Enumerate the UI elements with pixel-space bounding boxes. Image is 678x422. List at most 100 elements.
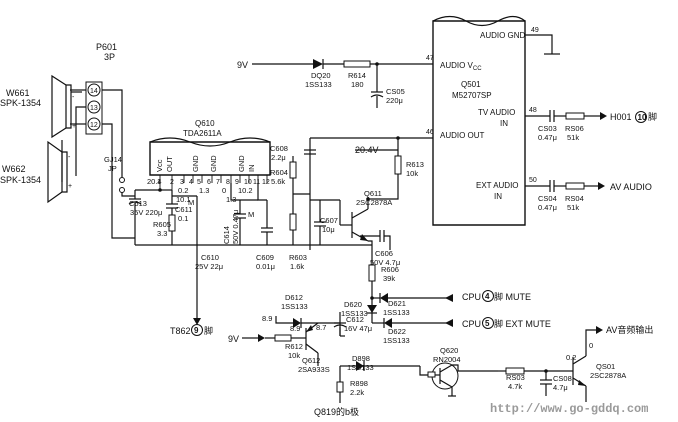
r605-value: 3.3 — [157, 229, 167, 238]
cpu-ext-mute-pin-number: 5 — [485, 319, 490, 328]
q501-ext-audio-in-label: IN — [494, 192, 502, 201]
r612-value: 10k — [288, 351, 300, 360]
q501-tv-audio-in-label: IN — [500, 119, 508, 128]
c609-value: 0.01μ — [256, 262, 275, 271]
q819-base-label: Q819的b极 — [314, 406, 359, 417]
q501-audio-vcc-label: AUDIO VCC — [440, 61, 482, 72]
c609-label: C609 — [256, 253, 274, 262]
av-output-stage: Q620 RN2004 RS03 4.7k CS08 4.7μ 0.2 AV音频… — [419, 324, 653, 402]
svg-text:12: 12 — [90, 122, 98, 129]
d612-part: 1SS133 — [281, 302, 308, 311]
t862-pin-9: T862 9 脚 — [170, 305, 213, 336]
dq20-part: 1SS133 — [305, 80, 332, 89]
c612-value: 16V 47μ — [344, 324, 372, 333]
svg-text:9: 9 — [235, 179, 239, 186]
svg-text:8.9: 8.9 — [290, 324, 300, 333]
q501-ext-audio-label: EXT AUDIO — [476, 181, 519, 190]
cs08-value: 4.7μ — [553, 383, 568, 392]
rs06-value: 51k — [567, 133, 579, 142]
c606-label: C606 — [375, 249, 393, 258]
svg-text:IN: IN — [247, 165, 256, 173]
svg-text:0.2: 0.2 — [566, 353, 576, 362]
q501-tv-audio-label: TV AUDIO — [478, 108, 515, 117]
d612-label: D612 — [285, 293, 303, 302]
transistor-q611: Q611 2SC2878A C606 50V 4.7μ — [339, 189, 400, 267]
rs06-resistor-icon — [565, 112, 585, 120]
svg-text:0.2: 0.2 — [178, 186, 188, 195]
c610-value: 25V 22μ — [195, 262, 223, 271]
m-mark-2: M — [248, 210, 254, 219]
r613-label: R613 — [406, 160, 424, 169]
svg-text:3: 3 — [180, 179, 184, 186]
svg-text:1: 1 — [157, 179, 161, 186]
svg-text:47: 47 — [426, 55, 434, 62]
svg-text:-: - — [72, 94, 75, 101]
cpu-mute-label: CPU — [462, 292, 481, 302]
q610-part-number: TDA2611A — [183, 129, 222, 138]
svg-text:4: 4 — [189, 179, 193, 186]
r604-resistor-icon — [289, 161, 297, 179]
q501-audio-gnd-label: AUDIO GND — [480, 31, 526, 40]
mute-network: R606 39k D621 1SS133 CPU 4 脚 MUTE D620 1… — [341, 264, 551, 345]
rs03-label: RS03 — [506, 373, 525, 382]
svg-text:0: 0 — [222, 186, 226, 195]
d622-diode-icon — [384, 318, 392, 328]
q501-audio-out-label: AUDIO OUT — [440, 131, 485, 140]
q501-name: Q501 — [461, 80, 481, 89]
t862-suffix: 脚 — [204, 326, 213, 336]
c607-label: C607 — [320, 216, 338, 225]
c613-value: 35V 220μ — [130, 208, 162, 217]
r612-label: R612 — [285, 342, 303, 351]
svg-text:13: 13 — [90, 105, 98, 112]
r614-label: R614 — [348, 71, 366, 80]
r614-resistor-icon — [343, 60, 371, 68]
c606-value: 50V 4.7μ — [370, 258, 400, 267]
cs05-value: 220μ — [386, 96, 403, 105]
c611-value: 0.1 — [178, 214, 188, 223]
cs08-label: CS08 — [553, 374, 572, 383]
r606-label: R606 — [381, 265, 399, 274]
r898-label: R898 — [350, 379, 368, 388]
h001-suffix: 脚 — [648, 112, 657, 122]
svg-text:50: 50 — [529, 177, 537, 184]
c610-label: C610 — [201, 253, 219, 262]
svg-text:1.3: 1.3 — [199, 186, 209, 195]
q610-name: Q610 — [195, 119, 215, 128]
speaker-w661: - + W661 SPK-1354 — [0, 74, 82, 139]
svg-text:Vcc: Vcc — [155, 159, 164, 172]
svg-text:8.9: 8.9 — [262, 314, 272, 323]
svg-text:7: 7 — [216, 179, 220, 186]
svg-text:GND: GND — [209, 155, 218, 172]
svg-text:GND: GND — [191, 155, 200, 172]
svg-text:48: 48 — [529, 107, 537, 114]
svg-text:5: 5 — [197, 179, 201, 186]
d621-diode-icon — [380, 293, 388, 303]
h001-label: H001 — [610, 112, 632, 122]
svg-text:OUT: OUT — [165, 156, 174, 172]
d898-label: D898 — [352, 354, 370, 363]
r604-value: 5.6k — [271, 177, 285, 186]
c614-label: C614 — [222, 226, 231, 244]
supply-9v-bottom-label: 9V — [228, 334, 239, 344]
av-audio-output-label: AV音频输出 — [606, 324, 653, 335]
p601-label: P601 — [96, 42, 117, 52]
cpu-ext-mute-suffix: 脚 EXT MUTE — [494, 319, 551, 329]
cpu-ext-mute-label: CPU — [462, 319, 481, 329]
q612-part: 2SA933S — [298, 365, 330, 374]
speaker-w662: - + W662 SPK-1354 — [0, 140, 72, 204]
r614-value: 180 — [351, 80, 364, 89]
svg-text:8.7: 8.7 — [316, 323, 326, 332]
svg-text:8: 8 — [226, 179, 230, 186]
rs04-label: RS04 — [565, 194, 584, 203]
d612-diode-icon — [293, 318, 301, 328]
q610-output-network: C613 35V 220μ C611 0.1 R605 3.3 M C614 5… — [128, 175, 372, 305]
d620-part: 1SS133 — [341, 309, 368, 318]
audio-out-network: 46 R613 10k 20.4V C608 2.2μ R604 5.6k — [270, 129, 434, 250]
supply-20-4v-label: 20.4V — [355, 145, 379, 155]
r604-label: R604 — [270, 168, 288, 177]
qs01-part: 2SC2878A — [590, 371, 626, 380]
qs01-label: QS01 — [596, 362, 615, 371]
w662-part: SPK-1354 — [0, 175, 41, 185]
svg-text:46: 46 — [426, 129, 434, 136]
